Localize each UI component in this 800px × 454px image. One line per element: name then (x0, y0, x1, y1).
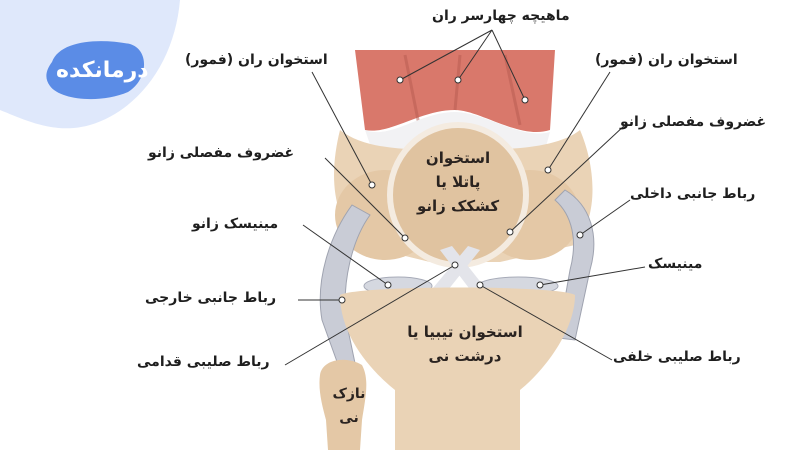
dot-pcl (476, 281, 484, 289)
label-medial-ligament: رباط جانبی داخلی (630, 186, 756, 202)
leader-meniscus-right (539, 266, 646, 286)
dot-femur-right (544, 166, 552, 174)
leader-quadriceps (399, 29, 526, 101)
leader-meniscus-left (302, 224, 389, 286)
label-pcl: رباط صلیبی خلفی (613, 349, 741, 365)
tibia-bone (340, 287, 575, 450)
tibia-label: استخوان تیبیا یا درشت نی (395, 320, 535, 368)
dot-cartilage-left (401, 234, 409, 242)
tibia-label-line-1: استخوان تیبیا یا (407, 323, 523, 341)
label-meniscus-right: مینیسک (648, 256, 703, 272)
dot-quad-2 (454, 76, 462, 84)
label-cartilage-right: غضروف مفصلی زانو (620, 114, 767, 130)
patella-label-line-3: کشکک زانو (416, 197, 500, 215)
label-femur-right: استخوان ران (فمور) (595, 52, 738, 68)
cruciate-ligament-cross-b (428, 246, 480, 300)
dot-meniscus-left (384, 281, 392, 289)
dot-femur-left (368, 181, 376, 189)
logo-blob (46, 41, 145, 100)
leader-femur-right (547, 71, 611, 171)
label-lateral-ligament: رباط جانبی خارجی (145, 290, 277, 306)
patella-label: استخوان پاتلا یا کشکک زانو (400, 146, 516, 218)
fibula-label: نازک نی (326, 382, 372, 430)
dot-meniscus-right (536, 281, 544, 289)
patella-label-line-1: استخوان (425, 149, 491, 167)
leader-femur-left (311, 71, 373, 186)
label-meniscus-left: مینیسک زانو (192, 216, 279, 232)
leader-cartilage-left (324, 157, 406, 239)
leader-pcl (479, 284, 613, 361)
label-femur-left: استخوان ران (فمور) (185, 52, 328, 68)
dot-quad-3 (521, 96, 529, 104)
leader-cartilage-right (509, 124, 626, 233)
dot-acl (451, 261, 459, 269)
fibula-bone (319, 359, 367, 450)
label-quadriceps: ماهیچه چهارسر ران (432, 8, 570, 24)
patella-label-line-2: پاتلا یا (435, 173, 481, 191)
label-cartilage-left: غضروف مفصلی زانو (148, 145, 295, 161)
fibula-label-line-1: نازک (332, 386, 366, 402)
dot-medial-ligament (576, 231, 584, 239)
dot-quad-1 (396, 76, 404, 84)
dot-lateral-ligament (338, 296, 346, 304)
dot-cartilage-right (506, 228, 514, 236)
label-acl: رباط صلیبی قدامی (137, 354, 270, 370)
tibia-label-line-2: درشت نی (428, 347, 502, 365)
logo-text[interactable]: درمانکده (56, 58, 149, 83)
leader-acl (284, 264, 456, 366)
quadriceps-muscle (355, 50, 555, 133)
fibula-label-line-2: نی (339, 410, 359, 426)
leader-medial-ligament (579, 199, 631, 236)
